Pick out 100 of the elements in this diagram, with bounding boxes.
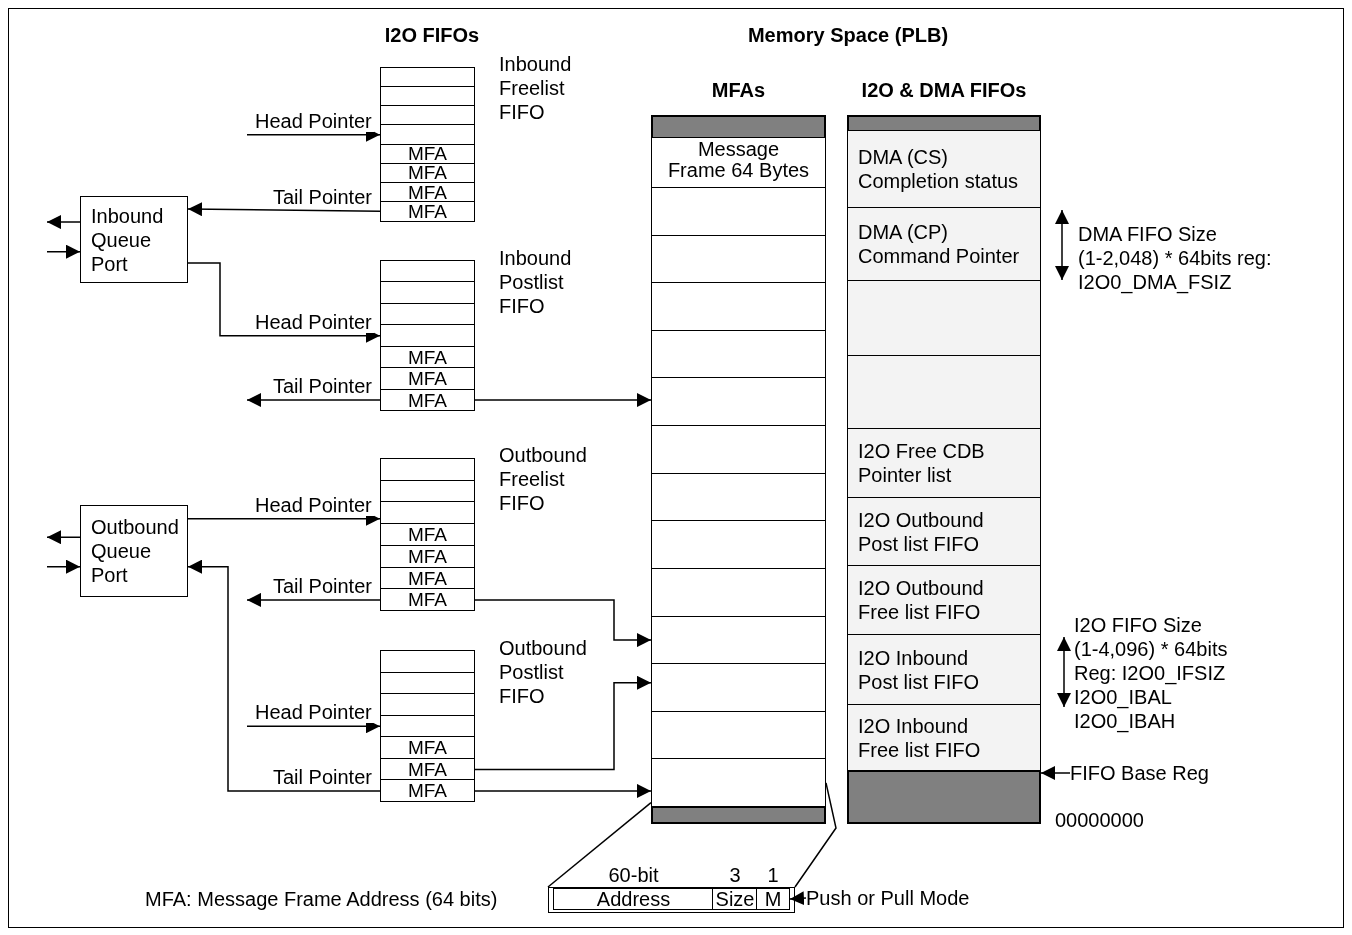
fifo-label: Outbound Postlist FIFO [499, 636, 588, 708]
arrow [474, 783, 652, 798]
slot-label: Message Frame 64 Bytes [666, 138, 811, 181]
slot-label: MFA [407, 390, 448, 410]
memory-end-bar [847, 770, 1041, 824]
arrow [246, 592, 381, 607]
fifo-region [847, 565, 1041, 636]
memory-slot [651, 425, 826, 475]
arrow [789, 891, 807, 906]
port-label: Outbound Queue Port [91, 515, 179, 587]
memory-slot [651, 187, 826, 237]
note-text: 00000000 [1055, 808, 1145, 832]
arrow [474, 393, 652, 407]
fifo-slot [380, 501, 475, 525]
memory-slot [651, 137, 826, 189]
column-heading: I2O & DMA FIFOs [860, 78, 1028, 102]
slot-label: MFA [407, 525, 448, 545]
fifo-region [847, 497, 1041, 567]
arrow [46, 559, 81, 574]
slot-label: DMA (CP) Command Pointer [858, 220, 1021, 269]
slot-label: I2O Outbound Free list FIFO [858, 576, 985, 625]
fifo-slot [380, 736, 475, 760]
fifo-region [847, 280, 1041, 357]
bit-field: Size [712, 888, 758, 910]
slot-label: I2O Inbound Free list FIFO [858, 713, 982, 762]
slot-label: I2O Inbound Post list FIFO [858, 645, 981, 694]
memory-slot [651, 567, 826, 618]
fifo-label: Outbound Freelist FIFO [499, 443, 588, 515]
annotation-text: Push or Pull Mode [806, 887, 1006, 909]
queue-port-box [80, 196, 188, 283]
arrow [46, 215, 81, 230]
fifo-slot [380, 650, 475, 674]
fifo-slot [380, 105, 475, 126]
fifo-region [847, 428, 1041, 499]
note-text: DMA FIFO Size (1-2,048) * 64bits reg: I2O0_DMA_FSIZ [1078, 222, 1273, 294]
arrow [246, 393, 381, 407]
fifo-region [847, 704, 1041, 772]
memory-slot [651, 234, 826, 284]
fifo-slot [380, 693, 475, 717]
fifo-slot [380, 260, 475, 283]
bit-field: Address [553, 888, 714, 910]
fifo-slot [380, 523, 475, 547]
fifo-label: Inbound Freelist FIFO [499, 52, 573, 124]
section-heading: I2O FIFOs [383, 23, 481, 47]
memory-slot [651, 282, 826, 332]
arrow [187, 202, 381, 217]
arrow [1040, 766, 1071, 780]
arrow [187, 262, 381, 343]
fifo-slot [380, 388, 475, 412]
note-text: I2O FIFO Size (1-4,096) * 64bits Reg: I2O0_IFSIZ I2O0_IBAL I2O0_IBAH [1074, 613, 1229, 733]
fifo-slot [380, 544, 475, 569]
bit-width-label: 1 [766, 864, 780, 886]
memory-slot [651, 329, 826, 379]
memory-slot [651, 472, 826, 522]
slot-label: DMA (CS) Completion status [858, 145, 1020, 194]
queue-port-box [80, 505, 188, 597]
arrow [187, 559, 381, 792]
slot-label: I2O Free CDB Pointer list [858, 439, 986, 488]
slot-label: MFA [407, 759, 448, 779]
edge-label: Head Pointer [253, 701, 374, 724]
port-label: MFA [407, 201, 448, 221]
arrow [46, 530, 81, 545]
queue-port-box [380, 200, 475, 222]
fifo-slot [380, 588, 475, 612]
annotation-text: FIFO Base Reg [1070, 762, 1220, 784]
memory-slot [651, 758, 826, 808]
fifo-slot [380, 779, 475, 803]
slot-label: MFA [407, 590, 448, 610]
connector-line [547, 801, 652, 888]
arrow [474, 599, 652, 648]
slot-label: I2O Outbound Post list FIFO [858, 507, 985, 556]
bit-field: M [756, 888, 790, 910]
slot-label: MFA [407, 369, 448, 389]
bit-width-label: 60-bit [607, 864, 660, 886]
column-heading: MFAs [710, 78, 767, 102]
fifo-slot [380, 67, 475, 88]
memory-slot [651, 520, 826, 570]
bit-width-label: 3 [728, 864, 742, 886]
memory-slot [651, 377, 826, 427]
slot-label: MFA [407, 781, 448, 801]
memory-slot [651, 710, 826, 760]
memory-end-bar [651, 806, 826, 824]
fifo-region [847, 634, 1041, 706]
fifo-slot [380, 281, 475, 305]
fifo-region [847, 207, 1041, 282]
memory-end-bar [847, 115, 1041, 132]
slot-label: MFA [407, 347, 448, 367]
arrow [46, 244, 81, 259]
port-label: MFA [407, 144, 448, 164]
fifo-slot [380, 86, 475, 107]
slot-label: MFA [407, 568, 448, 588]
fifo-slot [380, 367, 475, 391]
fifo-slot [380, 324, 475, 348]
memory-slot [651, 663, 826, 713]
connector-line [794, 782, 837, 888]
fifo-region [847, 130, 1041, 209]
port-label: MFA [407, 182, 448, 202]
memory-end-bar [651, 115, 826, 139]
slot-label: MFA [407, 546, 448, 566]
section-heading: Memory Space (PLB) [746, 23, 950, 47]
